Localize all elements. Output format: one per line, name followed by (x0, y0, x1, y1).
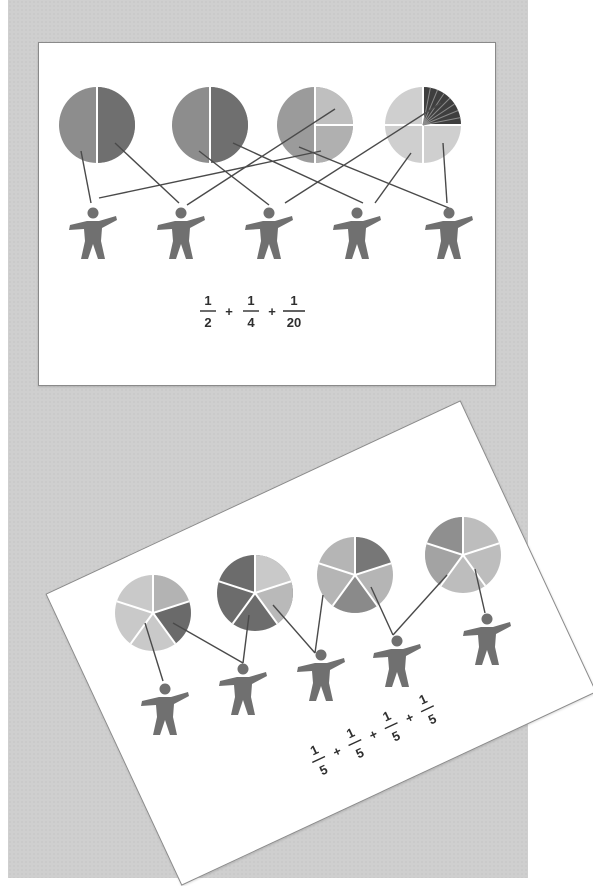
fraction-numerator: 1 (344, 725, 357, 742)
person-figure (219, 663, 267, 715)
people-row-bottom (141, 613, 511, 735)
plus-sign: + (225, 304, 233, 319)
equation-bottom: 1 5 + 1 5 + 1 5 + 1 5 (308, 691, 439, 779)
strings (80, 102, 450, 209)
person-figure (297, 649, 345, 701)
pie-fifths-4 (425, 517, 501, 593)
fraction-denominator: 4 (247, 315, 255, 330)
fraction-numerator: 1 (247, 293, 254, 308)
fraction-denominator: 5 (353, 745, 366, 762)
person-figure (425, 207, 473, 259)
person-figure (463, 613, 511, 665)
bottom-illustration: 1 5 + 1 5 + 1 5 + 1 5 (115, 517, 511, 779)
fraction-denominator: 20 (287, 315, 301, 330)
person-figure (157, 207, 205, 259)
person-figure (333, 207, 381, 259)
fraction-denominator: 5 (390, 728, 403, 745)
plus-sign: + (268, 304, 276, 319)
bottom-card: 1 5 + 1 5 + 1 5 + 1 5 (45, 400, 593, 886)
top-card: 1 2 + 1 4 + 1 20 (38, 42, 496, 386)
fraction-numerator: 1 (308, 742, 321, 759)
people-row (69, 207, 473, 259)
fraction-denominator: 2 (204, 315, 211, 330)
fraction-denominator: 5 (426, 711, 439, 728)
top-illustration: 1 2 + 1 4 + 1 20 (59, 87, 473, 330)
plus-sign: + (330, 743, 344, 760)
fraction-numerator: 1 (290, 293, 297, 308)
fraction-numerator: 1 (417, 691, 430, 708)
plus-sign: + (403, 709, 417, 726)
pie-fifths-3 (317, 537, 393, 613)
pie-halves-2 (172, 87, 248, 163)
pie-twentieths (385, 87, 461, 163)
fraction-numerator: 1 (380, 708, 393, 725)
person-figure (245, 207, 293, 259)
pie-fifths-2 (217, 555, 293, 631)
equation-top: 1 2 + 1 4 + 1 20 (200, 293, 305, 330)
fraction-numerator: 1 (204, 293, 211, 308)
pie-halves (59, 87, 135, 163)
pie-fifths-1 (115, 575, 191, 651)
person-figure (69, 207, 117, 259)
plus-sign: + (367, 726, 381, 743)
person-figure (373, 635, 421, 687)
pie-quarters (277, 87, 353, 163)
fraction-denominator: 5 (317, 762, 330, 779)
strings-bottom (144, 568, 486, 682)
person-figure (141, 683, 189, 735)
